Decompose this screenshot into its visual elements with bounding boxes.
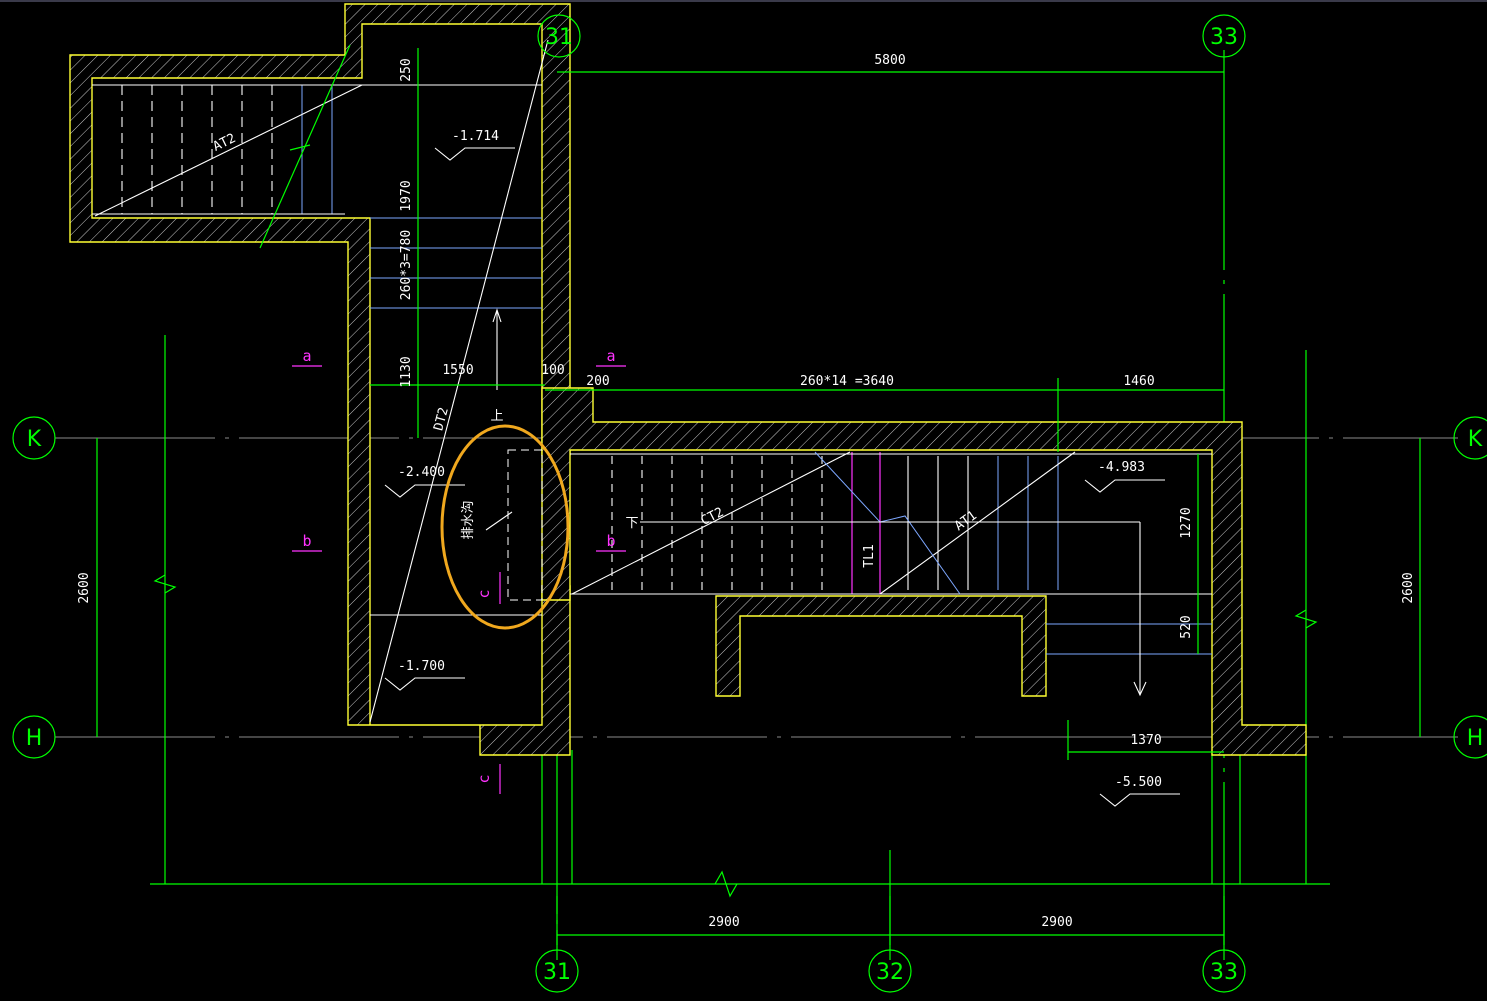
level-1700: -1.700 bbox=[398, 659, 445, 674]
section-marks bbox=[292, 365, 626, 794]
upper-flight-treads bbox=[92, 39, 549, 723]
grid-lines bbox=[55, 50, 1458, 960]
axis-label-k-right: K bbox=[1468, 427, 1483, 452]
dim-260x14: 260*14 =3640 bbox=[800, 374, 894, 389]
dim-1970: 1970 bbox=[399, 180, 414, 211]
dim-bottom-left-2900: 2900 bbox=[708, 915, 739, 930]
axis-label-k-left: K bbox=[27, 427, 42, 452]
axis-label-32-bottom: 32 bbox=[876, 960, 904, 985]
axis-label-33-top: 33 bbox=[1210, 25, 1238, 50]
section-mark-b-right: b bbox=[606, 532, 615, 550]
dim-right-2600: 2600 bbox=[1401, 572, 1416, 603]
dim-1550: 1550 bbox=[442, 363, 473, 378]
stair-label-ct2: CT2 bbox=[699, 505, 727, 529]
dim-200: 200 bbox=[586, 374, 609, 389]
stair-label-tl1: TL1 bbox=[862, 544, 877, 567]
axis-bubbles bbox=[12, 14, 1487, 993]
walls bbox=[69, 3, 1307, 756]
direction-down: 下 bbox=[625, 516, 638, 531]
level-2400: -2.400 bbox=[398, 465, 445, 480]
lower-flight-treads bbox=[492, 308, 1212, 697]
dim-1130: 1130 bbox=[399, 356, 414, 387]
drain-note: 排水沟 bbox=[461, 500, 476, 539]
stair-label-at1: AT1 bbox=[952, 508, 980, 534]
level-4983: -4.983 bbox=[1098, 460, 1145, 475]
dim-left-2600: 2600 bbox=[77, 572, 92, 603]
highlight-ellipse bbox=[440, 424, 570, 630]
dim-520: 520 bbox=[1179, 615, 1194, 638]
section-mark-c-bottom: c bbox=[475, 774, 493, 783]
dim-top-span: 5800 bbox=[874, 53, 905, 68]
section-mark-a-right: a bbox=[606, 347, 615, 365]
dimension-lines bbox=[96, 44, 1421, 945]
direction-up: 上 bbox=[490, 409, 503, 424]
axis-label-33-bottom: 33 bbox=[1210, 960, 1238, 985]
dim-1370: 1370 bbox=[1130, 733, 1161, 748]
section-mark-b-left: b bbox=[302, 532, 311, 550]
axis-label-h-right: H bbox=[1467, 726, 1484, 751]
drain-trench bbox=[485, 449, 543, 601]
stair-label-at2: AT2 bbox=[211, 131, 239, 155]
stair-label-dt2: DT2 bbox=[431, 406, 452, 433]
dim-1460: 1460 bbox=[1123, 374, 1154, 389]
dim-250: 250 bbox=[399, 58, 414, 81]
level-1714: -1.714 bbox=[452, 129, 499, 144]
dim-bottom-right-2900: 2900 bbox=[1041, 915, 1072, 930]
axis-label-31-top: 31 bbox=[545, 25, 573, 50]
section-mark-c-top: c bbox=[475, 589, 493, 598]
level-markers bbox=[384, 147, 1180, 807]
dim-260x3: 260*3=780 bbox=[399, 230, 414, 300]
axis-label-31-bottom: 31 bbox=[543, 960, 571, 985]
axis-label-h-left: H bbox=[26, 726, 43, 751]
level-5500: -5.500 bbox=[1115, 775, 1162, 790]
window-top-bar bbox=[0, 0, 1487, 2]
section-mark-a-left: a bbox=[302, 347, 311, 365]
dim-100: 100 bbox=[541, 363, 564, 378]
dim-1270: 1270 bbox=[1179, 507, 1194, 538]
